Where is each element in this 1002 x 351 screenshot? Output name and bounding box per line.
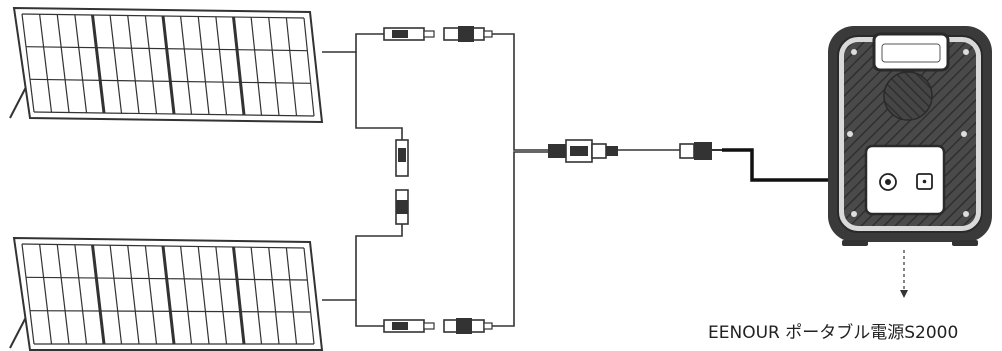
arrow-icon: [722, 148, 852, 182]
mc4-connector-bottom-left: [383, 319, 435, 333]
solar-panel-top: [9, 6, 324, 124]
mc4-connector-bottom-right: [443, 318, 493, 334]
mc4-connector-mid-lower: [395, 189, 409, 225]
pointer-arrow-icon: [900, 290, 908, 298]
y-branch-connector-icon: [548, 139, 618, 163]
extension-connector-icon: [679, 142, 712, 160]
cables: [322, 33, 722, 327]
mc4-connector-mid-upper: [395, 139, 409, 177]
product-caption: EENOUR ポータブル電源S2000: [708, 323, 959, 343]
mc4-connector-top-right: [443, 26, 493, 42]
speaker-grille-icon: [883, 71, 933, 121]
solar-panel-bottom: [9, 236, 324, 351]
input-panel: [864, 144, 946, 216]
power-station-icon: [828, 26, 992, 246]
mc4-connector-top-left: [383, 27, 435, 41]
